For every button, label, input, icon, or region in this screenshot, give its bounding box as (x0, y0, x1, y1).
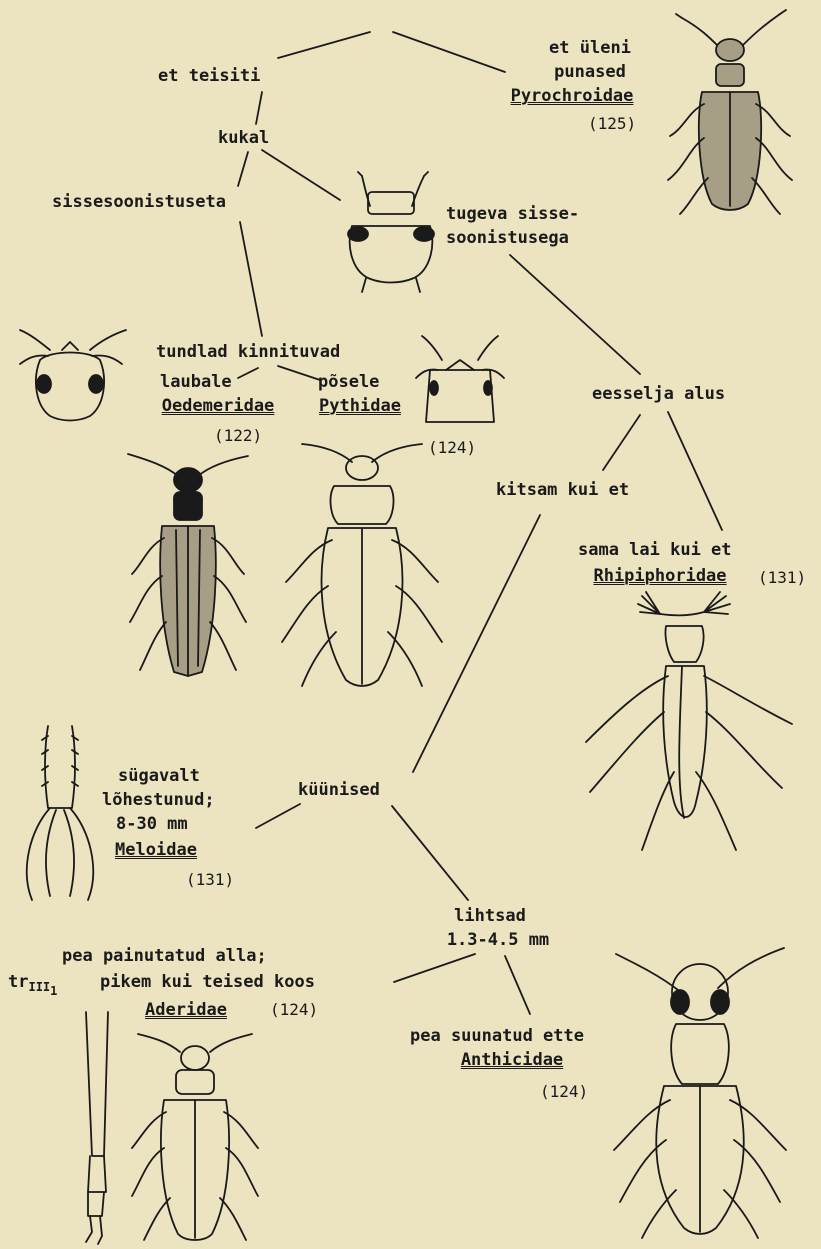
link-eesselja-samalai (668, 412, 722, 530)
fig-aderidae-beetle (120, 1028, 270, 1244)
node-kukal: kukal (218, 128, 269, 148)
node-kuunised: küünised (298, 780, 380, 800)
node-tugeva-line2: soonistusega (446, 228, 569, 248)
node-lihtsad-line2: 1.3-4.5 mm (447, 930, 549, 950)
node-et-uleni-line2: punased (554, 62, 626, 82)
node-et-teisiti: et teisiti (158, 66, 260, 86)
fig-head-oedemerid (10, 320, 130, 430)
node-tundlad-kinnituvad: tundlad kinnituvad (156, 342, 340, 362)
node-et-uleni-line1: et üleni (549, 38, 631, 58)
node-sugavalt-line3: 8-30 mm (116, 814, 188, 834)
link-lihtsad-pea-ette (505, 956, 530, 1014)
family-meloidae: Meloidae (115, 840, 197, 860)
link-eesselja-kitsam (603, 415, 640, 470)
link-tugeva-eesselja (510, 255, 640, 374)
link-root-right (393, 32, 505, 72)
page-ref-124-anthicidae: (124) (540, 1082, 588, 1102)
node-sugavalt-line2: lõhestunud; (102, 790, 215, 810)
link-kuunised-sugavalt (256, 804, 300, 828)
link-lihtsad-pikem (394, 954, 475, 982)
node-tugeva-line1: tugeva sisse- (446, 204, 579, 224)
node-pea-suunatud: pea suunatud ette (410, 1026, 584, 1046)
fig-rhipiphoridae-beetle (556, 592, 816, 862)
node-eesselja-alus: eesselja alus (592, 384, 725, 404)
fig-aderid-tarsus (72, 1006, 122, 1246)
link-teisiti-kukal (256, 92, 262, 124)
link-kukal-sissesoon (238, 152, 248, 186)
family-pyrochroidae: Pyrochroidae (511, 86, 634, 106)
page-ref-131-meloidae: (131) (186, 870, 234, 890)
link-root-left (278, 32, 370, 58)
node-sama-lai: sama lai kui et (578, 540, 732, 560)
link-tundlad-poosele (278, 366, 320, 380)
tr-main: tr (8, 972, 28, 992)
fig-anthicidae-beetle (600, 940, 800, 1240)
fig-oedemeridae-beetle (118, 446, 258, 686)
family-pythidae: Pythidae (319, 396, 401, 416)
page-ref-131-rhipiphoridae: (131) (758, 568, 806, 588)
fig-pythidae-beetle (262, 436, 462, 692)
fig-meloid-claw (10, 720, 110, 910)
family-oedemeridae: Oedemeridae (162, 396, 275, 416)
fig-pyrochroidae-beetle (660, 8, 800, 218)
link-kuunised-lihtsad (392, 806, 468, 900)
family-anthicidae: Anthicidae (461, 1050, 563, 1070)
fig-head-pythid (410, 330, 510, 440)
node-sugavalt-line1: sügavalt (118, 766, 200, 786)
node-pikem: pikem kui teised koos (100, 972, 315, 992)
node-sissesoonistuseta: sissesoonistuseta (52, 192, 226, 212)
node-tr-label: trIII1 (8, 972, 57, 1001)
tr-sub-III: III (28, 980, 50, 994)
link-tundlad-laubale (238, 368, 258, 378)
family-aderidae: Aderidae (145, 1000, 227, 1020)
fig-head-sutured (336, 170, 446, 300)
page-ref-125: (125) (588, 114, 636, 134)
node-pea-painutatud: pea painutatud alla; (62, 946, 267, 966)
page-ref-122: (122) (214, 426, 262, 446)
node-lihtsad-line1: lihtsad (454, 906, 526, 926)
family-rhipiphoridae: Rhipiphoridae (593, 566, 726, 586)
link-kukal-tugeva (262, 150, 340, 200)
link-sissesoon-tundlad (240, 222, 262, 336)
node-kitsam-kui-et: kitsam kui et (496, 480, 629, 500)
page-ref-124-aderidae: (124) (270, 1000, 318, 1020)
tr-sub-1: 1 (50, 984, 57, 998)
node-poosele: põsele (318, 372, 379, 392)
node-laubale: laubale (160, 372, 232, 392)
